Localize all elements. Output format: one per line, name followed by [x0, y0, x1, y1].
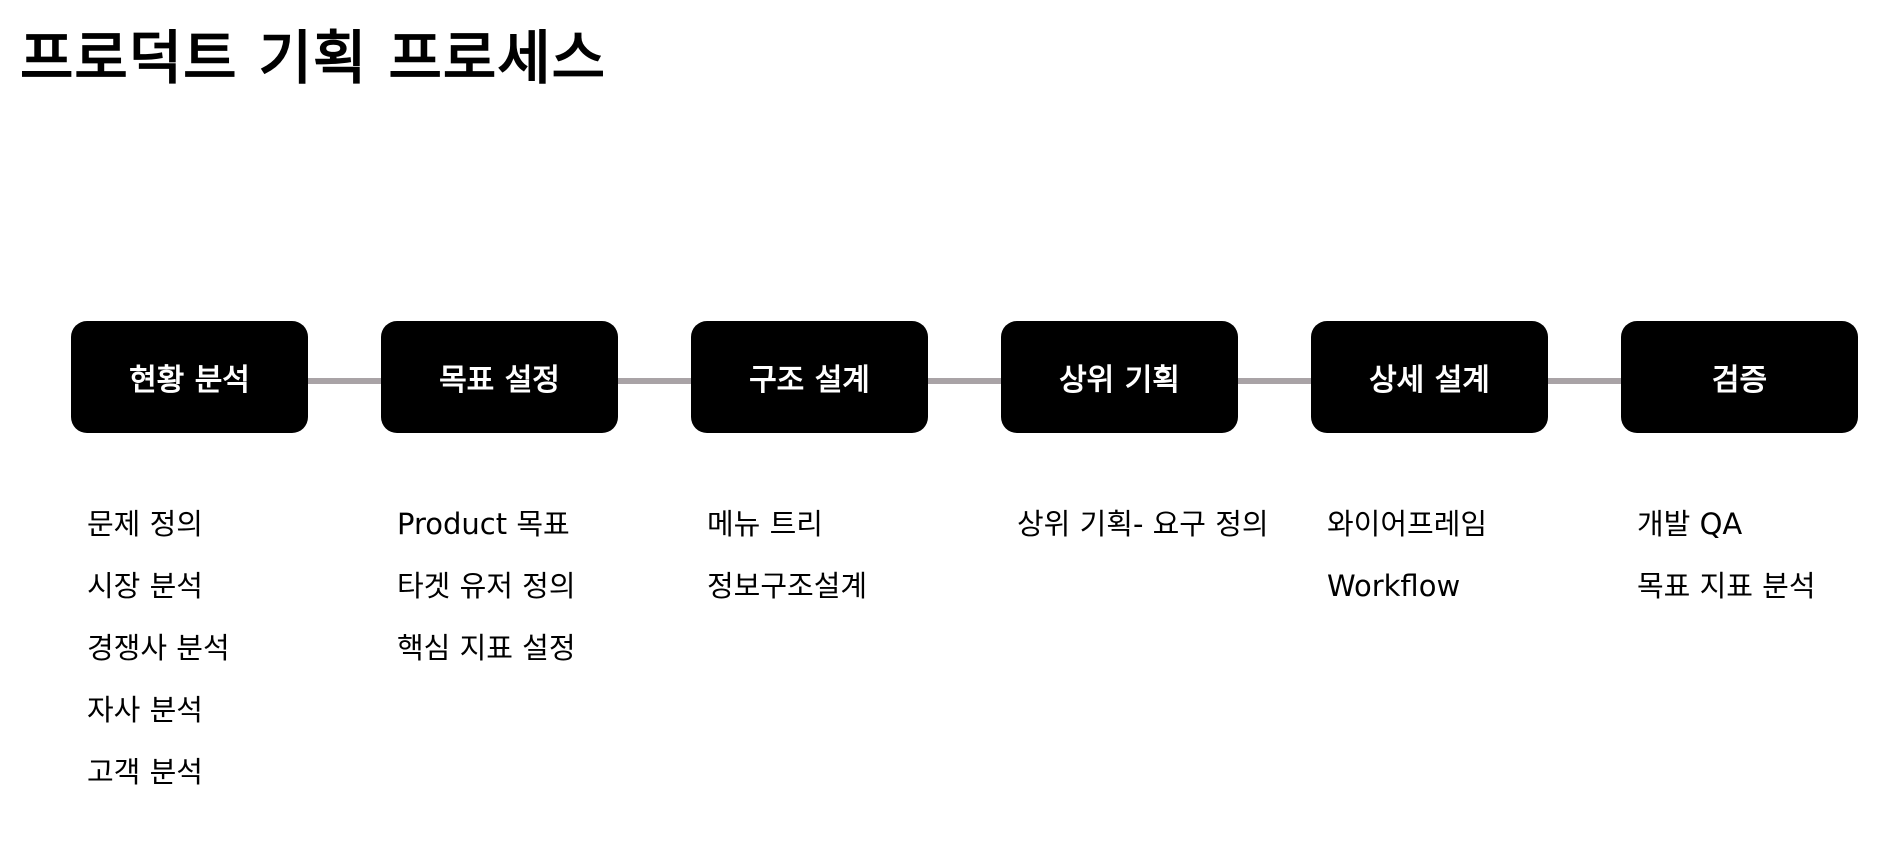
- stage-item: 메뉴 트리: [707, 507, 823, 541]
- stage-item-list: 개발 QA 목표 지표 분석: [1637, 493, 1816, 617]
- stage-item-list: 상위 기획- 요구 정의: [1017, 493, 1269, 555]
- stage-box: 상세 설계: [1311, 321, 1548, 433]
- stage-item: Product 목표: [397, 507, 570, 541]
- stage-high-level-planning: 상위 기획 상위 기획- 요구 정의: [1001, 321, 1269, 541]
- stage-box: 목표 설정: [381, 321, 618, 433]
- stage-box: 상위 기획: [1001, 321, 1238, 433]
- stage-box: 구조 설계: [691, 321, 928, 433]
- stage-item: 경쟁사 분석: [87, 631, 230, 665]
- stage-item: 자사 분석: [87, 693, 203, 727]
- stage-structure-design: 구조 설계 메뉴 트리 정보구조설계: [691, 321, 928, 603]
- stage-verification: 검증 개발 QA 목표 지표 분석: [1621, 321, 1858, 603]
- stage-current-analysis: 현황 분석 문제 정의 시장 분석 경쟁사 분석 자사 분석 고객 분석: [71, 321, 308, 789]
- stage-item-list: 와이어프레임 Workflow: [1327, 493, 1487, 617]
- stage-item: 시장 분석: [87, 569, 203, 603]
- stage-goal-setting: 목표 설정 Product 목표 타겟 유저 정의 핵심 지표 설정: [381, 321, 618, 665]
- stage-item-list: 문제 정의 시장 분석 경쟁사 분석 자사 분석 고객 분석: [87, 493, 230, 803]
- stage-item: 문제 정의: [87, 507, 203, 541]
- stage-item: 상위 기획- 요구 정의: [1017, 507, 1269, 541]
- stage-item: 정보구조설계: [707, 569, 868, 603]
- page-title: 프로덕트 기획 프로세스: [20, 24, 606, 92]
- stage-item: Workflow: [1327, 569, 1461, 603]
- stage-item: 고객 분석: [87, 755, 203, 789]
- stage-box: 현황 분석: [71, 321, 308, 433]
- stage-item: 와이어프레임: [1327, 507, 1488, 541]
- stage-item-list: 메뉴 트리 정보구조설계: [707, 493, 867, 617]
- stage-item: 핵심 지표 설정: [397, 631, 576, 665]
- stage-item: 개발 QA: [1637, 507, 1743, 541]
- stage-item: 목표 지표 분석: [1637, 569, 1816, 603]
- stage-detailed-design: 상세 설계 와이어프레임 Workflow: [1311, 321, 1548, 603]
- process-connector-line: [160, 378, 1720, 384]
- stage-item: 타겟 유저 정의: [397, 569, 576, 603]
- stage-item-list: Product 목표 타겟 유저 정의 핵심 지표 설정: [397, 493, 576, 679]
- stage-box: 검증: [1621, 321, 1858, 433]
